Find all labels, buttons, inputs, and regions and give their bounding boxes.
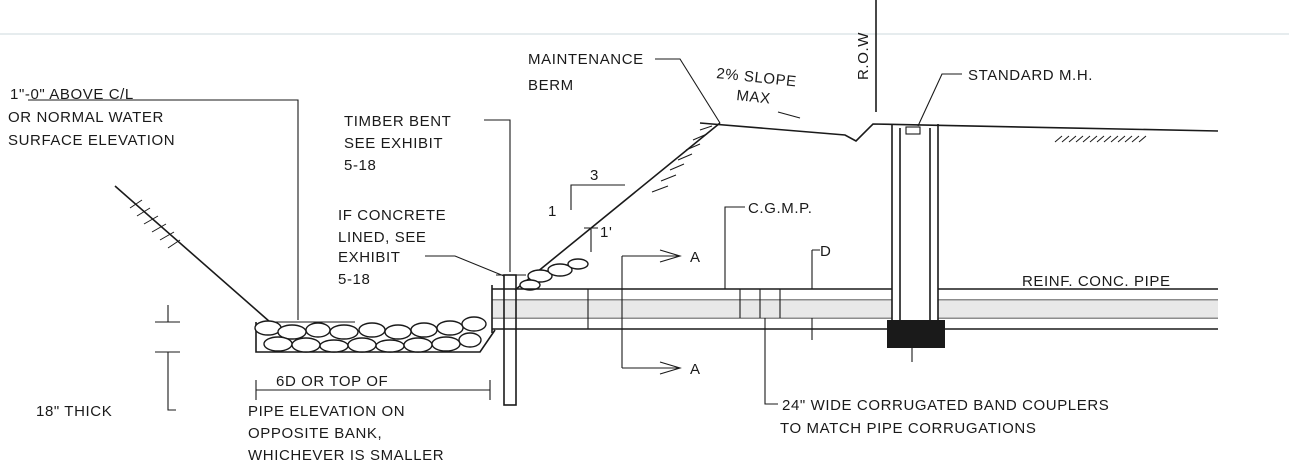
- extent-label-line3: OPPOSITE BANK,: [248, 425, 382, 442]
- left-bank-slope: [114, 185, 271, 323]
- riprap-blanket: [254, 258, 589, 353]
- concrete-label-line2: LINED, SEE: [338, 229, 427, 246]
- slope-label-line2: MAX: [736, 87, 772, 107]
- cgmp-label: C.G.M.P.: [748, 200, 813, 217]
- berm-label-line2: BERM: [528, 77, 574, 94]
- slope-ratio-vertical: 1: [548, 203, 557, 220]
- slope-ratio-horizontal: 3: [590, 167, 599, 184]
- berm-leader: [655, 58, 721, 124]
- timber-bent-line2: SEE EXHIBIT: [344, 135, 443, 152]
- pipe-diameter-dimension: [582, 288, 594, 330]
- slope-label-line1: 2% SLOPE: [716, 65, 798, 90]
- slope-ratio-triangle: [570, 184, 625, 210]
- timber-bent-line3: 5-18: [344, 157, 376, 174]
- section-cut-a: [621, 249, 682, 375]
- ground-surface: [699, 122, 1219, 142]
- concrete-label-line4: 5-18: [338, 271, 370, 288]
- water-leader: [28, 99, 299, 320]
- timber-bent: [496, 274, 526, 406]
- one-foot-dimension: [584, 227, 598, 252]
- water-elevation-line1: 1"-0" ABOVE C/L: [10, 86, 134, 103]
- concrete-label-line3: EXHIBIT: [338, 249, 401, 266]
- section-a-bottom: A: [690, 361, 701, 378]
- slope-arrow: [777, 111, 801, 119]
- one-foot-label: 1': [600, 224, 612, 241]
- timber-bent-line1: TIMBER BENT: [344, 113, 451, 130]
- cgmp-leader: [724, 206, 745, 289]
- concrete-leader: [425, 255, 505, 277]
- thickness-dimension: [155, 305, 180, 411]
- water-elevation-line3: SURFACE ELEVATION: [8, 132, 175, 149]
- extent-label-line4: WHICHEVER IS SMALLER: [248, 447, 444, 464]
- left-bank-hatch: [129, 199, 181, 249]
- diameter-label: D: [820, 243, 831, 260]
- standard-manhole: [887, 124, 945, 362]
- extent-label-line1: 6D OR TOP OF: [276, 373, 388, 390]
- manhole-label: STANDARD M.H.: [968, 67, 1093, 84]
- berm-hatch: [651, 125, 713, 193]
- earth-hatch-right: [1054, 135, 1147, 143]
- coupler-leader: [764, 318, 778, 405]
- extent-label-line2: PIPE ELEVATION ON: [248, 403, 405, 420]
- extent-dimension: [255, 380, 491, 400]
- section-a-top: A: [690, 249, 701, 266]
- coupler-label-line2: TO MATCH PIPE CORRUGATIONS: [780, 420, 1036, 437]
- thickness-label: 18" THICK: [36, 403, 112, 420]
- water-elevation-line2: OR NORMAL WATER: [8, 109, 164, 126]
- embankment-slope: [514, 122, 721, 291]
- diameter-leader: [811, 249, 820, 289]
- manhole-leader: [917, 73, 962, 127]
- coupler-label-line1: 24" WIDE CORRUGATED BAND COUPLERS: [782, 397, 1109, 414]
- berm-label-line1: MAINTENANCE: [528, 51, 644, 68]
- culvert-pipe: [491, 285, 1218, 333]
- concrete-label-line1: IF CONCRETE: [338, 207, 446, 224]
- timber-leader: [484, 119, 511, 272]
- row-label: R.O.W: [855, 32, 872, 80]
- rcp-label: REINF. CONC. PIPE: [1022, 273, 1171, 290]
